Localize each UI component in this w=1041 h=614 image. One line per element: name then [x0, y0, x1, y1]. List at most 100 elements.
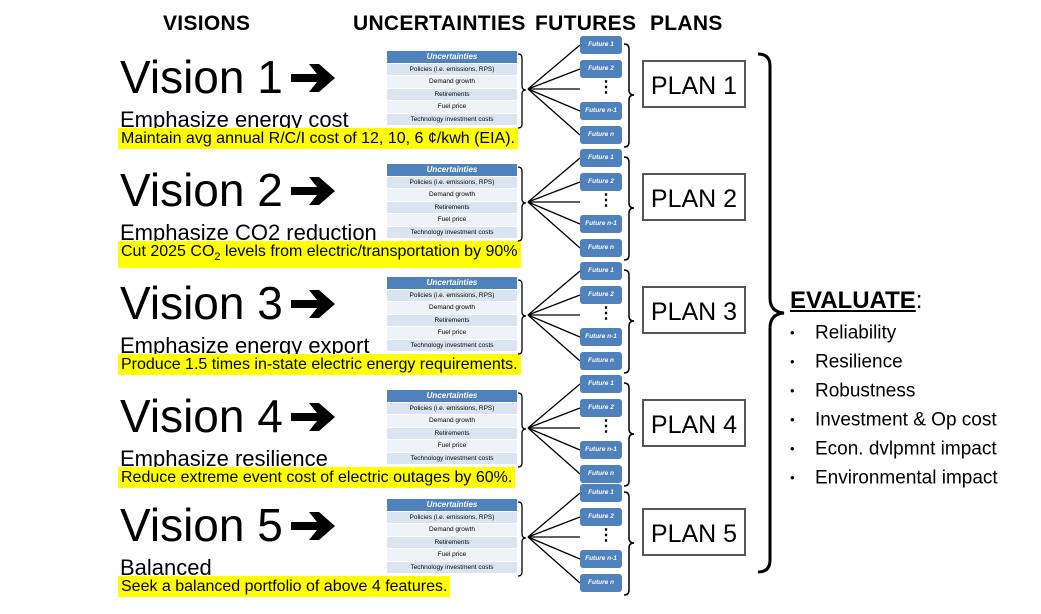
future-box: Future 1: [580, 484, 622, 502]
future-box: Future n: [580, 574, 622, 592]
uncertainty-row: Retirements: [387, 200, 517, 214]
uncertainty-table: Uncertainties Policies (i.e. emissions, …: [387, 277, 517, 351]
branch-lines: [527, 270, 581, 362]
header-futures: FUTURES: [535, 12, 637, 35]
uncertainty-row: Retirements: [387, 426, 517, 440]
plan-box: PLAN 2: [642, 173, 746, 221]
futures-ellipsis: ⋮: [598, 79, 614, 96]
plan-box: PLAN 5: [642, 508, 746, 556]
uncertainty-row: Retirements: [387, 535, 517, 549]
futures-brace: [623, 269, 635, 374]
vision-title: Vision 2: [120, 164, 283, 216]
uncertainty-row: Technology investment costs: [387, 338, 517, 351]
evaluate-criterion: •Resilience: [790, 348, 998, 377]
uncertainty-row: Demand growth: [387, 414, 517, 427]
future-box: Future 2: [580, 399, 622, 417]
uncertainty-row: Fuel price: [387, 100, 517, 113]
future-box: Future n-1: [580, 215, 622, 233]
uncertainty-row: Policies (i.e. emissions, RPS): [387, 289, 517, 302]
uncertainty-table-header: Uncertainties: [387, 164, 517, 176]
future-box: Future 1: [580, 262, 622, 280]
branch-lines: [527, 492, 581, 584]
uncertainty-row: Policies (i.e. emissions, RPS): [387, 402, 517, 415]
uncertainty-row: Retirements: [387, 87, 517, 101]
plan-box: PLAN 4: [642, 399, 746, 447]
right-arrow-icon: [291, 403, 335, 431]
uncertainty-table-header: Uncertainties: [387, 277, 517, 289]
future-box: Future n-1: [580, 550, 622, 568]
uncertainty-row: Demand growth: [387, 523, 517, 536]
uncertainty-row: Demand growth: [387, 188, 517, 201]
bullet-icon: •: [790, 469, 795, 485]
uncertainty-row: Retirements: [387, 313, 517, 327]
header-plans: PLANS: [650, 12, 723, 35]
uncertainty-table: Uncertainties Policies (i.e. emissions, …: [387, 164, 517, 238]
evaluate-criterion: •Econ. dvlpmnt impact: [790, 435, 998, 464]
uncertainty-table: Uncertainties Policies (i.e. emissions, …: [387, 499, 517, 573]
future-box: Future n-1: [580, 328, 622, 346]
vision-subtitle: Emphasize energy cost: [120, 107, 349, 132]
bullet-icon: •: [790, 353, 795, 369]
vision-row: Vision 3 Emphasize energy export Produce…: [0, 262, 780, 392]
futures-brace: [623, 156, 635, 261]
futures-ellipsis: ⋮: [598, 418, 614, 435]
uncertainty-row: Policies (i.e. emissions, RPS): [387, 176, 517, 189]
bullet-icon: •: [790, 325, 795, 340]
vision-target-highlight: Produce 1.5 times in-state electric ener…: [118, 354, 521, 375]
vision-title: Vision 1: [120, 51, 283, 103]
plan-box: PLAN 1: [642, 60, 746, 108]
evaluate-criteria-list: •Reliability•Resilience•Robustness•Inves…: [790, 319, 998, 492]
right-arrow-icon: [291, 177, 335, 205]
vision-row: Vision 4 Emphasize resilience Reduce ext…: [0, 375, 780, 505]
uncertainty-brace: [517, 279, 527, 355]
evaluate-section: EVALUATE: •Reliability•Resilience•Robust…: [790, 287, 998, 492]
uncertainty-row: Fuel price: [387, 439, 517, 452]
vision-target-highlight: Cut 2025 CO2 levels from electric/transp…: [118, 241, 521, 269]
future-box: Future n-1: [580, 441, 622, 459]
futures-ellipsis: ⋮: [598, 192, 614, 209]
uncertainty-row: Fuel price: [387, 213, 517, 226]
future-box: Future n: [580, 239, 622, 257]
uncertainty-row: Technology investment costs: [387, 112, 517, 125]
futures-ellipsis: ⋮: [598, 305, 614, 322]
vision-target-highlight: Seek a balanced portfolio of above 4 fea…: [118, 576, 451, 597]
futures-brace: [623, 382, 635, 487]
uncertainty-table: Uncertainties Policies (i.e. emissions, …: [387, 390, 517, 464]
vision-subtitle: Emphasize resilience: [120, 446, 328, 471]
future-box: Future 2: [580, 173, 622, 191]
vision-row: Vision 1 Emphasize energy cost Maintain …: [0, 36, 780, 166]
evaluate-criterion: •Environmental impact: [790, 464, 998, 493]
evaluate-criterion: •Robustness: [790, 377, 998, 406]
future-box: Future 1: [580, 375, 622, 393]
uncertainty-row: Technology investment costs: [387, 560, 517, 573]
uncertainty-row: Fuel price: [387, 548, 517, 561]
uncertainty-table-header: Uncertainties: [387, 390, 517, 402]
uncertainty-table-header: Uncertainties: [387, 51, 517, 63]
evaluate-criterion: •Reliability: [790, 319, 998, 348]
bullet-icon: •: [790, 382, 795, 398]
vision-subtitle: Emphasize CO2 reduction: [120, 220, 377, 245]
future-box: Future n: [580, 465, 622, 483]
header-uncertainties: UNCERTAINTIES: [353, 12, 526, 35]
vision-subtitle: Balanced: [120, 555, 212, 580]
plan-box: PLAN 3: [642, 286, 746, 334]
vision-subtitle: Emphasize energy export: [120, 333, 370, 358]
uncertainty-row: Technology investment costs: [387, 225, 517, 238]
vision-target-highlight: Reduce extreme event cost of electric ou…: [118, 467, 516, 488]
uncertainty-row: Demand growth: [387, 301, 517, 314]
vision-row: Vision 2 Emphasize CO2 reduction Cut 202…: [0, 149, 780, 279]
future-box: Future 2: [580, 60, 622, 78]
branch-lines: [527, 157, 581, 249]
future-box: Future 2: [580, 286, 622, 304]
uncertainty-row: Fuel price: [387, 326, 517, 339]
uncertainty-row: Policies (i.e. emissions, RPS): [387, 63, 517, 76]
header-visions: VISIONS: [163, 12, 251, 35]
uncertainty-table-header: Uncertainties: [387, 499, 517, 511]
uncertainty-row: Demand growth: [387, 75, 517, 88]
vision-target-highlight: Maintain avg annual R/C/I cost of 12, 10…: [118, 128, 518, 149]
right-arrow-icon: [291, 64, 335, 92]
uncertainty-brace: [517, 501, 527, 577]
right-arrow-icon: [291, 512, 335, 540]
bullet-icon: •: [790, 411, 795, 427]
vision-row: Vision 5 Balanced Seek a balanced portfo…: [0, 484, 780, 614]
